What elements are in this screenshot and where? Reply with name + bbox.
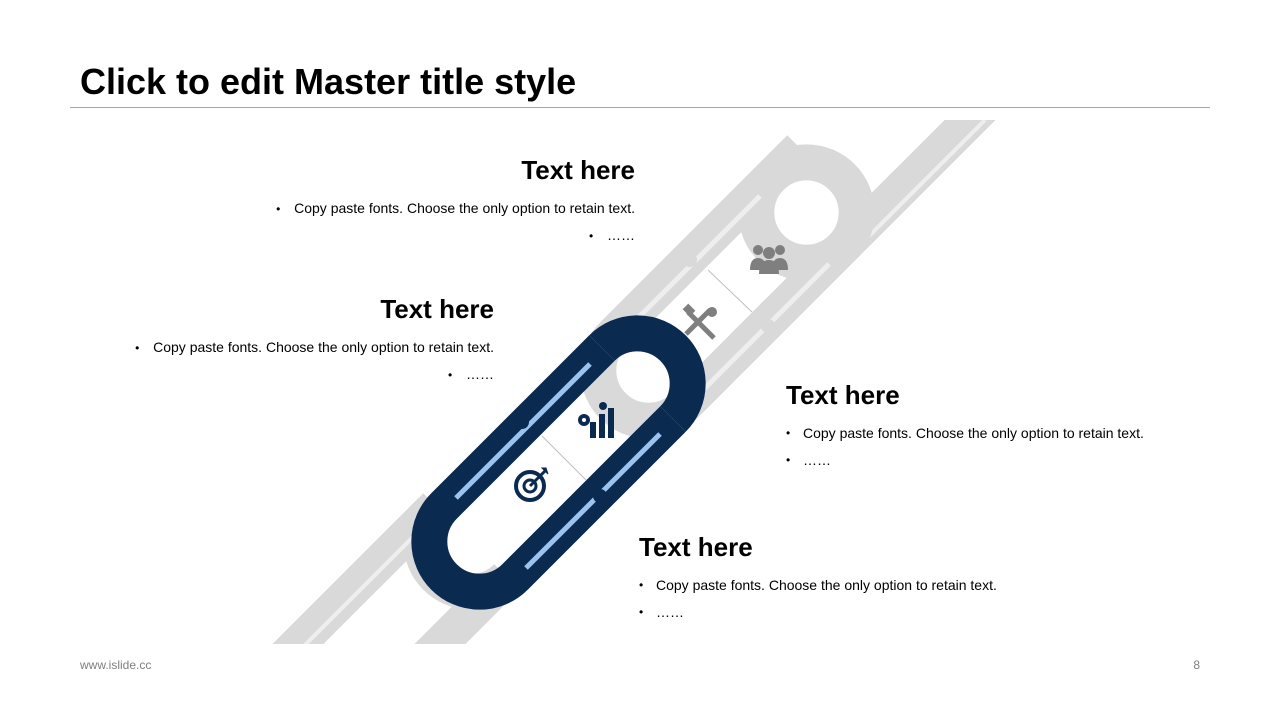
block-3-bullet-2: …… bbox=[786, 450, 1206, 477]
block-4-heading: Text here bbox=[639, 532, 753, 562]
page-number: 8 bbox=[1193, 658, 1200, 672]
text-block-2: Text here •Copy paste fonts. Choose the … bbox=[100, 293, 494, 391]
target-icon bbox=[514, 467, 549, 502]
tools-icon bbox=[682, 303, 717, 340]
chart-gears-icon bbox=[578, 402, 614, 438]
text-block-1: Text here •Copy paste fonts. Choose the … bbox=[240, 154, 635, 252]
block-2-bullet-1: •Copy paste fonts. Choose the only optio… bbox=[135, 339, 494, 355]
block-2-heading: Text here bbox=[380, 294, 494, 324]
block-3-heading: Text here bbox=[786, 380, 900, 410]
text-block-3: Text here Copy paste fonts. Choose the o… bbox=[786, 379, 1206, 477]
footer-website: www.islide.cc bbox=[80, 658, 152, 672]
block-4-bullet-1: Copy paste fonts. Choose the only option… bbox=[639, 575, 1059, 602]
block-1-heading: Text here bbox=[521, 155, 635, 185]
title-divider bbox=[70, 107, 1210, 108]
text-block-4: Text here Copy paste fonts. Choose the o… bbox=[639, 531, 1059, 629]
block-2-bullet-2: •…… bbox=[448, 366, 494, 382]
people-icon bbox=[750, 245, 788, 274]
block-4-bullet-2: …… bbox=[639, 602, 1059, 629]
block-3-bullet-1: Copy paste fonts. Choose the only option… bbox=[786, 423, 1206, 450]
chain-link-highlighted[interactable] bbox=[411, 315, 706, 610]
slide-title: Click to edit Master title style bbox=[80, 61, 577, 102]
block-1-bullet-2: •…… bbox=[589, 227, 635, 243]
block-1-bullet-1: •Copy paste fonts. Choose the only optio… bbox=[276, 200, 635, 216]
